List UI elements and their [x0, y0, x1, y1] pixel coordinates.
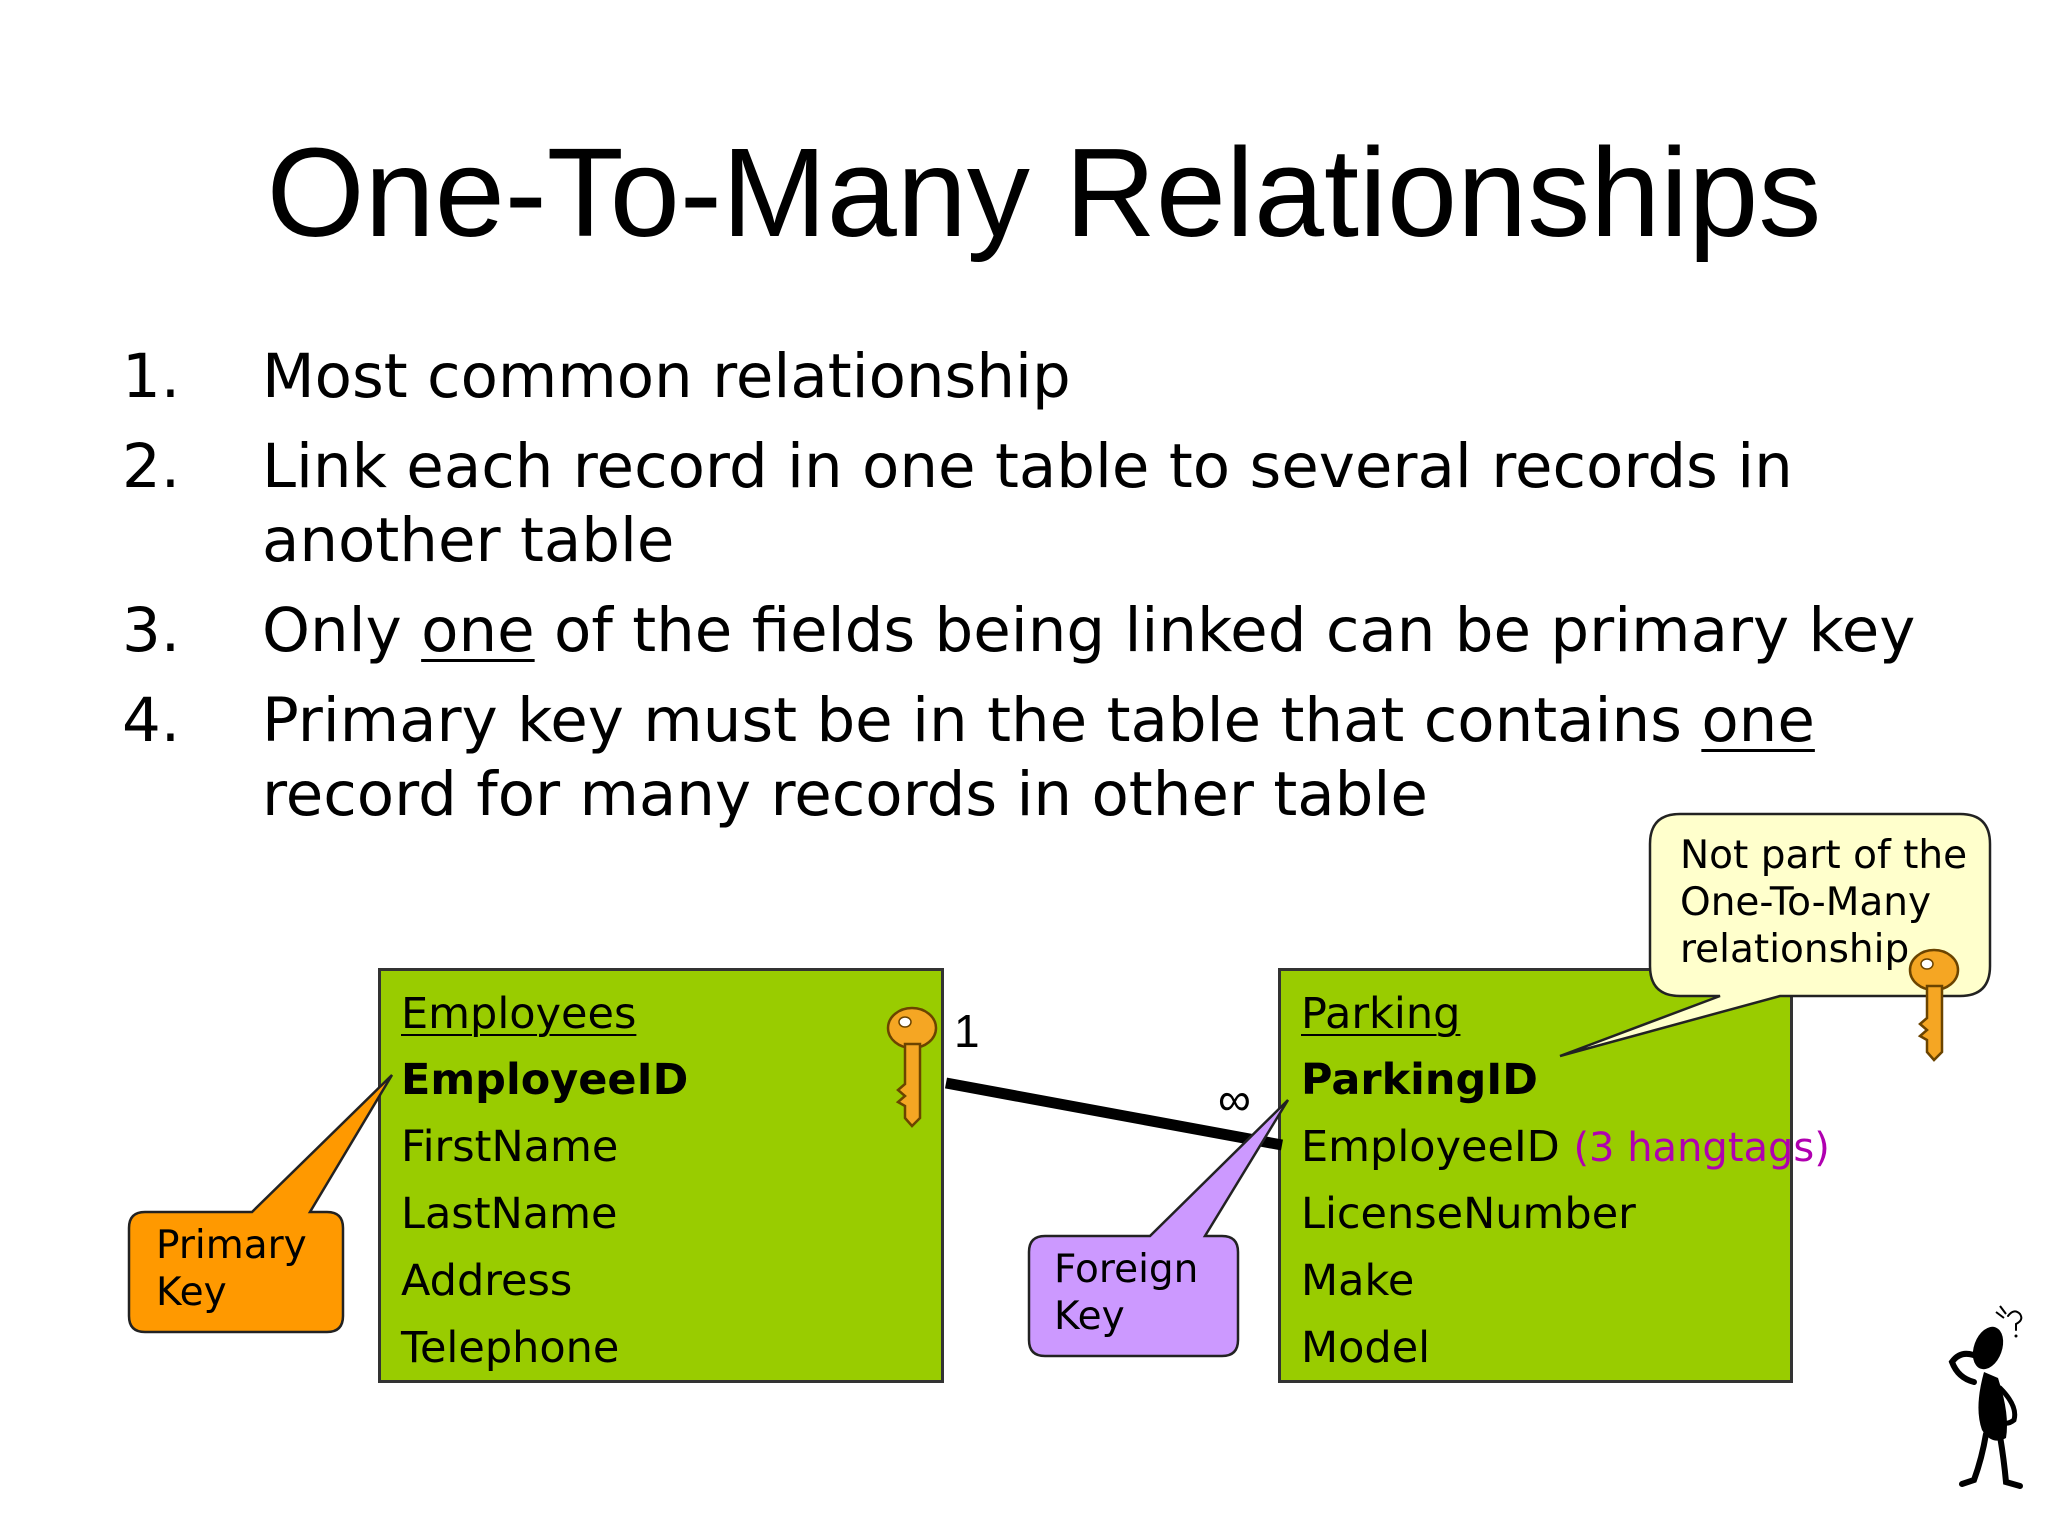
list-number: 2.: [122, 431, 181, 502]
numbered-list: 1. Most common relationship 2. Link each…: [122, 340, 1922, 848]
callout-line: Not part of the: [1680, 833, 1968, 878]
callout-line: Key: [156, 1270, 227, 1315]
employees-table-name: Employees: [401, 989, 637, 1039]
many-side-label: ∞: [1218, 1073, 1251, 1125]
list-item: 1. Most common relationship: [122, 340, 1922, 414]
list-text: Primary key must be in the table that co…: [262, 684, 1922, 832]
employees-table: Employees EmployeeID FirstName LastName …: [378, 968, 944, 1383]
list-number: 3.: [122, 595, 181, 666]
parking-table: Parking ParkingID EmployeeID (3 hangtags…: [1278, 968, 1830, 1383]
list-text-pre: Only: [262, 595, 422, 666]
callout-line: relationship: [1680, 927, 1910, 972]
list-text-pre: Primary key must be in the table that co…: [262, 685, 1702, 756]
list-text: Link each record in one table to several…: [262, 431, 1793, 576]
list-text-post: record for many records in other table: [262, 759, 1428, 830]
emphasis-one: one: [1701, 685, 1815, 756]
list-text: Most common relationship: [262, 341, 1071, 412]
list-text-post: of the fields being linked can be primar…: [534, 595, 1916, 666]
foreign-key-callout: [1027, 1099, 1290, 1358]
employees-primary-key-field: EmployeeID: [401, 1055, 689, 1105]
list-item: 3. Only one of the fields being linked c…: [122, 594, 1922, 668]
parking-field: Make: [1301, 1256, 1415, 1306]
hangtags-annotation: (3 hangtags): [1573, 1125, 1830, 1171]
thinking-figure-icon: [1948, 1305, 2023, 1489]
list-item: 4. Primary key must be in the table that…: [122, 684, 1922, 832]
parking-foreign-key-field: EmployeeID (3 hangtags): [1301, 1122, 1830, 1173]
callout-line: One-To-Many: [1680, 880, 1932, 925]
relationship-line: [945, 1077, 1283, 1151]
list-text: Only one of the fields being linked can …: [262, 594, 1922, 668]
list-number: 4.: [122, 685, 181, 756]
key-icon: [1908, 948, 1960, 1062]
emphasis-one: one: [421, 595, 535, 666]
parking-field: Model: [1301, 1323, 1431, 1373]
employees-field: FirstName: [401, 1122, 619, 1172]
employees-field: Telephone: [401, 1323, 620, 1373]
note-callout-text: Not part of the One-To-Many relationship: [1680, 832, 1967, 973]
slide-title: One-To-Many Relationships: [266, 122, 1822, 263]
callout-line: Primary: [156, 1223, 307, 1268]
one-side-label: 1: [954, 1005, 980, 1057]
parking-table-name: Parking: [1301, 989, 1461, 1039]
callout-line: Foreign: [1054, 1247, 1199, 1292]
callout-line: Key: [1054, 1294, 1125, 1339]
parking-employeeid-label: EmployeeID: [1301, 1122, 1560, 1172]
foreign-key-callout-text: Foreign Key: [1054, 1246, 1198, 1340]
parking-field: LicenseNumber: [1301, 1189, 1636, 1239]
key-icon: [886, 1006, 938, 1128]
employees-field: Address: [401, 1256, 573, 1306]
list-item: 2. Link each record in one table to seve…: [122, 430, 1922, 578]
note-callout: [1559, 812, 1992, 1058]
primary-key-callout: [127, 1074, 394, 1334]
primary-key-callout-text: Primary Key: [156, 1222, 307, 1316]
employees-field: LastName: [401, 1189, 618, 1239]
parking-primary-key-field: ParkingID: [1301, 1055, 1539, 1105]
list-number: 1.: [122, 341, 181, 412]
